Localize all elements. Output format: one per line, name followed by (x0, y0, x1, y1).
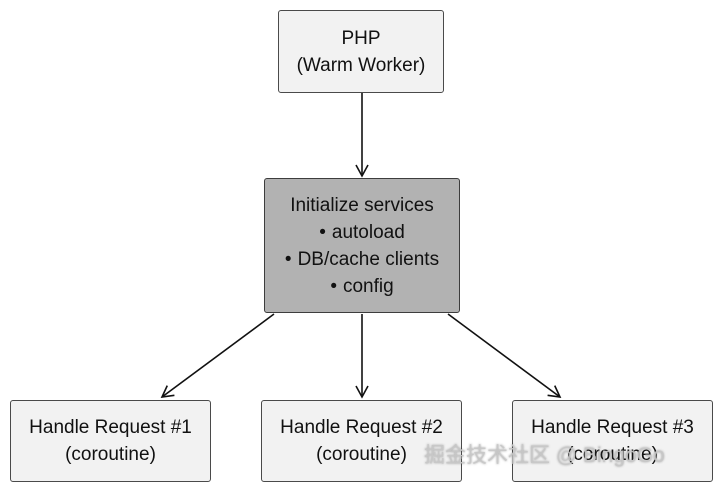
request-3-subtitle: (coroutine) (567, 444, 658, 465)
init-item-config: config (330, 273, 394, 300)
php-warm-worker-node: PHP (Warm Worker) (278, 10, 444, 93)
request-3-title: Handle Request #3 (531, 417, 694, 438)
request-1-subtitle: (coroutine) (65, 444, 156, 465)
init-item-autoload: autoload (319, 219, 405, 246)
arrow-init-to-request-3 (447, 313, 562, 398)
handle-request-3-node: Handle Request #3 (coroutine) (512, 400, 713, 482)
init-node-title: Initialize services (290, 194, 434, 216)
arrow-init-to-request-1 (160, 313, 275, 398)
request-2-subtitle: (coroutine) (316, 444, 407, 465)
watermark-text: 掘金技术社区 @ BingoGo (424, 444, 665, 467)
init-item-db-cache-clients: DB/cache clients (285, 246, 440, 273)
handle-request-1-node: Handle Request #1 (coroutine) (10, 400, 211, 482)
handle-request-2-node: Handle Request #2 (coroutine) (261, 400, 462, 482)
request-2-title: Handle Request #2 (280, 417, 443, 438)
php-node-title: PHP (341, 27, 381, 49)
request-1-title: Handle Request #1 (29, 417, 192, 438)
initialize-services-node: Initialize services autoload DB/cache cl… (264, 178, 460, 313)
php-node-subtitle: (Warm Worker) (296, 54, 426, 76)
